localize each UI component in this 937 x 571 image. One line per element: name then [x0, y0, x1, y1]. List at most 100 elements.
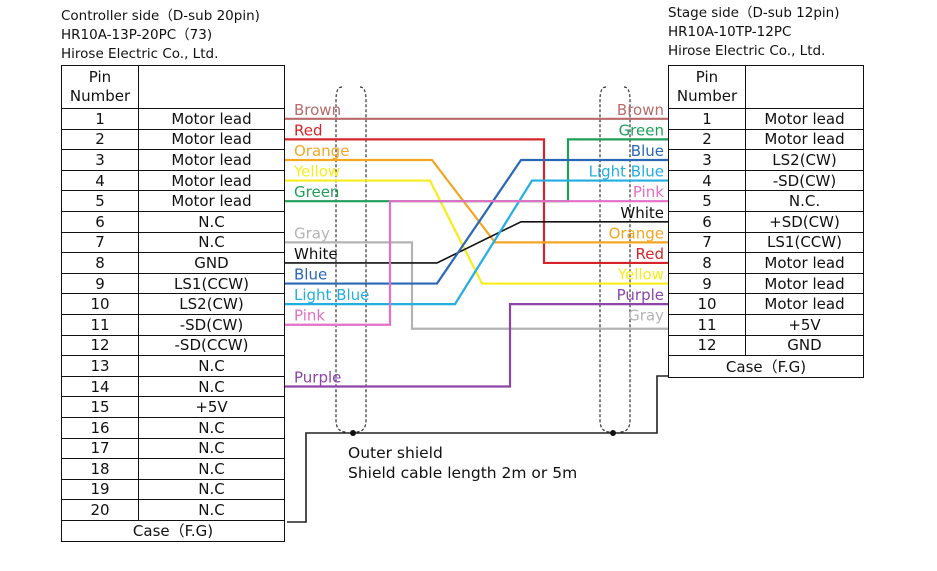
wire-yellow — [285, 179, 668, 285]
controller-pin-function: Motor lead — [138, 169, 285, 192]
wire-label-right-white: White — [620, 204, 664, 222]
shield-outline-left — [335, 86, 367, 433]
wire-label-right-gray: Gray — [628, 307, 664, 325]
stage-pin-row-6: 6+SD(CW) — [668, 210, 864, 233]
controller-pin-function: LS1(CCW) — [138, 272, 285, 295]
controller-pin-function: N.C — [138, 231, 285, 254]
controller-pin-function: N.C — [138, 437, 285, 460]
wire-light-blue — [285, 179, 668, 306]
controller-side-header: Controller side（D-sub 20pin) HR10A-13P-2… — [61, 7, 260, 64]
wire-label-left-blue: Blue — [294, 266, 327, 284]
stage-connector-model: HR10A-10TP-12PC — [668, 24, 792, 40]
controller-pin-number: 20 — [61, 499, 139, 521]
controller-manufacturer: Hirose Electric Co., Ltd. — [61, 46, 219, 62]
shield-ground-wire — [287, 375, 668, 523]
wire-pink — [285, 200, 668, 326]
stage-case-label: Case（F.G) — [668, 355, 864, 379]
stage-pin-function: Motor lead — [745, 128, 864, 151]
stage-pin-function: GND — [745, 334, 864, 357]
wire-label-left-brown: Brown — [294, 101, 341, 119]
wire-label-left-green: Green — [294, 183, 339, 201]
stage-pin-number-header-line: Number — [676, 87, 738, 105]
stage-case-row: Case（F.G) — [668, 355, 864, 379]
shield-outline-right — [599, 86, 631, 433]
controller-pin-row-12: 12-SD(CCW) — [61, 334, 285, 357]
outer-shield-label: Outer shield — [348, 444, 443, 462]
controller-side-title: Controller side（D-sub 20pin) — [61, 8, 260, 24]
wire-label-left-pink: Pink — [294, 307, 325, 325]
wire-label-right-green: Green — [619, 121, 664, 139]
wire-label-right-pink: Pink — [633, 183, 664, 201]
controller-pin-function: N.C — [138, 416, 285, 439]
stage-pin-function: +5V — [745, 313, 864, 336]
wire-label-right-yellow: Yellow — [617, 266, 664, 284]
shield-junction-left — [350, 430, 356, 436]
controller-pin-function: N.C — [138, 499, 285, 521]
wire-label-right-red: Red — [636, 245, 665, 263]
controller-pin-number-header-line: Number — [69, 87, 131, 105]
stage-side-header: Stage side（D-sub 12pin) HR10A-10TP-12PC … — [668, 4, 840, 61]
wire-label-left-purple: Purple — [294, 369, 341, 387]
stage-pin-row-4: 4-SD(CW) — [668, 169, 864, 192]
cable-shield — [287, 86, 668, 523]
stage-manufacturer: Hirose Electric Co., Ltd. — [668, 43, 826, 59]
wire-label-right-brown: Brown — [617, 101, 664, 119]
shield-cable-length-label: Shield cable length 2m or 5m — [348, 464, 578, 482]
wire-label-right-purple: Purple — [617, 286, 664, 304]
stage-function-header — [745, 65, 864, 109]
wire-gray — [285, 241, 668, 330]
wire-white — [285, 220, 668, 264]
controller-function-header — [138, 65, 285, 109]
controller-pin-function: -SD(CCW) — [138, 334, 285, 357]
wire-label-left-orange: Orange — [294, 142, 349, 160]
controller-pin-function: Motor lead — [138, 128, 285, 151]
controller-pin-row-15: 15+5V — [61, 396, 285, 418]
controller-pin-function: Motor lead — [138, 190, 285, 212]
stage-pin-function: LS2(CW) — [745, 149, 864, 171]
wire-label-left-gray: Gray — [294, 224, 330, 242]
wire-label-left-red: Red — [294, 121, 323, 139]
shield-junction-right — [610, 430, 616, 436]
wire-purple — [285, 303, 668, 388]
stage-pin-function: N.C. — [745, 190, 864, 212]
controller-pin-number: 14 — [61, 375, 139, 398]
shield-note: Outer shield Shield cable length 2m or 5… — [348, 443, 577, 483]
controller-pin-number: 15 — [61, 396, 139, 418]
controller-case-row: Case（F.G) — [61, 519, 285, 542]
stage-pin-function: -SD(CW) — [745, 169, 864, 192]
stage-pin-number-header-line: Pin — [695, 68, 719, 86]
controller-pin-number-header-line: Pin — [88, 68, 112, 86]
stage-pin-function: LS1(CCW) — [745, 231, 864, 254]
wire-label-left-yellow: Yellow — [293, 163, 340, 181]
controller-connector-model: HR10A-13P-20PC（73) — [61, 27, 213, 43]
stage-pin-number: 10 — [668, 293, 746, 315]
wire-label-left-light-blue: Light Blue — [294, 286, 369, 304]
wire-label-right-blue: Blue — [631, 142, 664, 160]
controller-pin-number: 19 — [61, 478, 139, 501]
stage-side-title: Stage side（D-sub 12pin) — [668, 5, 840, 21]
